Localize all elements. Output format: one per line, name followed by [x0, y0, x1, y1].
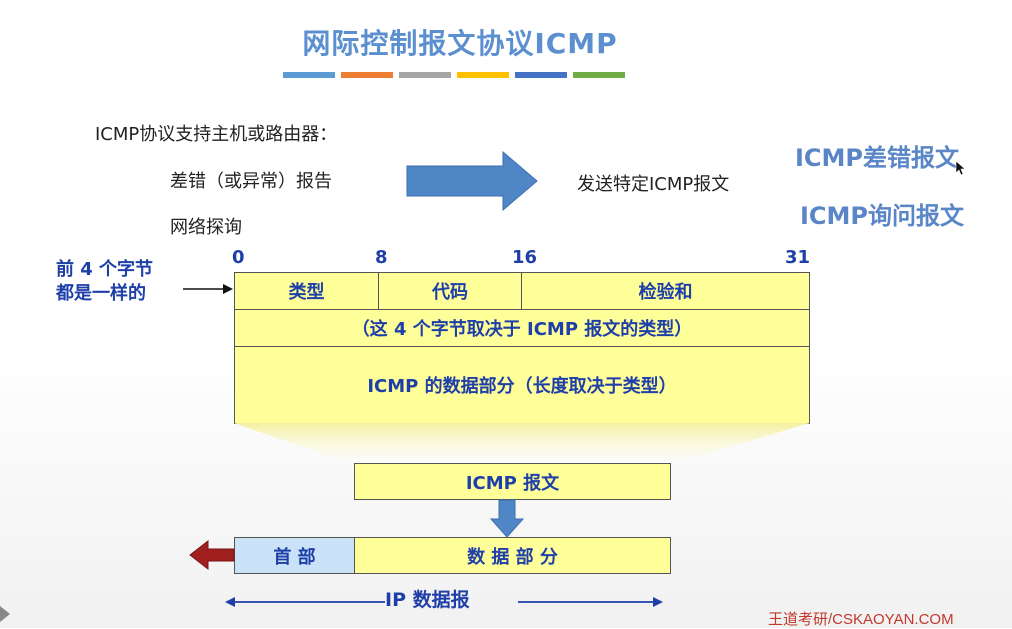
error-msg-title: ICMP差错报文: [795, 144, 960, 172]
ip-datagram-label: IP 数据报: [385, 589, 470, 611]
bit-8: 8: [375, 247, 388, 268]
intro-heading: ICMP协议支持主机或路由器：: [95, 124, 338, 145]
field-type: 类型: [234, 272, 379, 310]
ip-data-box: 数 据 部 分: [354, 537, 671, 574]
intro-result: 发送特定ICMP报文: [577, 174, 730, 195]
mouse-cursor-icon: [955, 160, 966, 176]
title-bar-1: [283, 72, 335, 78]
play-icon[interactable]: [0, 606, 12, 622]
right-arrow-icon: [406, 150, 538, 212]
title-bar-4: [457, 72, 509, 78]
bit-31: 31: [785, 247, 811, 268]
slide-title: 网际控制报文协议ICMP: [302, 27, 618, 60]
ip-span-arrows: [225, 597, 663, 607]
watermark: 王道考研/CSKAOYAN.COM: [768, 611, 954, 628]
intro-item-error: 差错（或异常）报告: [170, 171, 332, 192]
format-note-line-1: 前 4 个字节: [56, 259, 154, 280]
field-icmp-data: ICMP 的数据部分（长度取决于类型）: [234, 346, 810, 424]
intro-item-query: 网络探询: [170, 217, 242, 238]
field-checksum: 检验和: [521, 272, 810, 310]
funnel-shape: [234, 423, 810, 465]
ip-header-box: 首 部: [234, 537, 355, 574]
left-arrow-icon: [189, 539, 235, 571]
down-arrow-icon: [490, 499, 524, 538]
field-rest-of-header: （这 4 个字节取决于 ICMP 报文的类型）: [234, 309, 810, 347]
title-bar-3: [399, 72, 451, 78]
field-code: 代码: [378, 272, 522, 310]
bit-16: 16: [512, 247, 538, 268]
icmp-message-box: ICMP 报文: [354, 463, 671, 500]
format-note-line-2: 都是一样的: [56, 283, 146, 304]
note-arrow-icon: [183, 284, 233, 294]
title-bar-5: [515, 72, 567, 78]
bit-0: 0: [232, 247, 245, 268]
title-bar-2: [341, 72, 393, 78]
title-bar-6: [573, 72, 625, 78]
format-note: 前 4 个字节 都是一样的: [56, 258, 153, 306]
query-msg-title: ICMP询问报文: [800, 202, 965, 230]
